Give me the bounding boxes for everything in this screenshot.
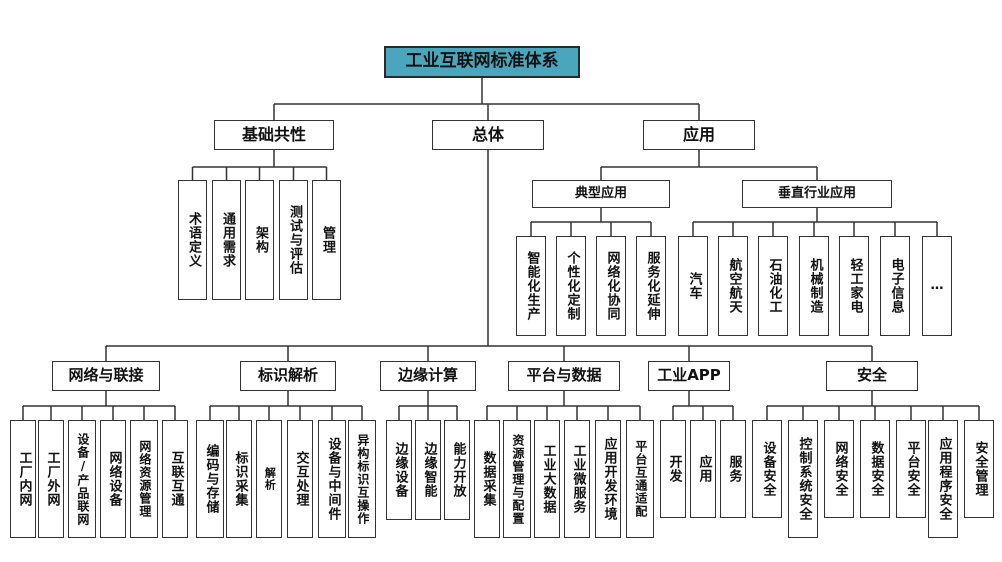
base-child: 通用需求 (212, 180, 241, 300)
edge-child: 边缘设备 (386, 420, 412, 520)
identifier-child: 设备与中间件 (318, 420, 346, 538)
vertical-child: 石油化工 (758, 236, 788, 336)
platform-child: 资源管理与配置 (503, 420, 531, 538)
industrial-app-node: 工业APP (648, 361, 730, 391)
iapp-child: 开发 (660, 420, 686, 518)
network-child: 网络资源管理 (130, 420, 158, 538)
vertical-child: 航空航天 (718, 236, 748, 336)
security-child: 安全管理 (964, 420, 994, 518)
platform-child: 工业微服务 (564, 420, 590, 538)
security-child: 应用程序安全 (928, 420, 958, 538)
edge-computing-node: 边缘计算 (380, 361, 476, 391)
network-node: 网络与联接 (52, 361, 160, 391)
vertical-child: 电子信息 (880, 236, 910, 336)
edge-child: 边缘智能 (415, 420, 441, 520)
vertical-child: 汽车 (678, 236, 708, 336)
security-child: 网络安全 (824, 420, 854, 518)
security-child: 数据安全 (860, 420, 890, 518)
vertical-child: 轻工家电 (839, 236, 869, 336)
network-child: 互联互通 (162, 420, 188, 538)
network-child: 工厂内网 (10, 420, 36, 538)
security-child: 平台安全 (896, 420, 926, 518)
root-node: 工业互联网标准体系 (384, 46, 580, 78)
overall-node: 总体 (432, 120, 544, 150)
security-node: 安全 (826, 361, 918, 391)
base-child: 测试与评估 (279, 180, 308, 300)
network-child: 工厂外网 (38, 420, 64, 538)
base-node: 基础共性 (214, 120, 334, 150)
typical-app-node: 典型应用 (532, 180, 670, 208)
security-child: 设备安全 (752, 420, 782, 518)
identifier-node: 标识解析 (240, 361, 336, 391)
typical-child: 网络化协同 (596, 236, 626, 336)
platform-child: 数据采集 (474, 420, 500, 538)
identifier-child: 异构标识互操作 (348, 420, 376, 538)
iapp-child: 应用 (690, 420, 716, 518)
identifier-child: 解析 (256, 420, 282, 538)
network-child: 网络设备 (100, 420, 126, 538)
identifier-child: 交互处理 (287, 420, 313, 538)
identifier-child: 标识采集 (226, 420, 252, 538)
security-child: 控制系统安全 (788, 420, 818, 538)
identifier-child: 编码与存储 (196, 420, 224, 538)
application-node: 应用 (643, 120, 755, 150)
vertical-child: 机械制造 (799, 236, 829, 336)
vertical-child-more: … (922, 236, 952, 336)
platform-child: 平台互通适配 (626, 420, 654, 538)
edge-child: 能力开放 (444, 420, 470, 520)
vertical-app-node: 垂直行业应用 (742, 180, 892, 208)
typical-child: 智能化生产 (516, 236, 546, 336)
platform-child: 工业大数据 (534, 420, 560, 538)
network-child: 设备/产品联网 (68, 420, 96, 538)
typical-child: 服务化延伸 (636, 236, 666, 336)
platform-data-node: 平台与数据 (508, 361, 620, 391)
base-child: 术语定义 (178, 180, 207, 300)
typical-child: 个性化定制 (556, 236, 586, 336)
iapp-child: 服务 (720, 420, 746, 518)
platform-child: 应用开发环境 (595, 420, 621, 538)
base-child: 管理 (312, 180, 341, 300)
base-child: 架构 (245, 180, 274, 300)
